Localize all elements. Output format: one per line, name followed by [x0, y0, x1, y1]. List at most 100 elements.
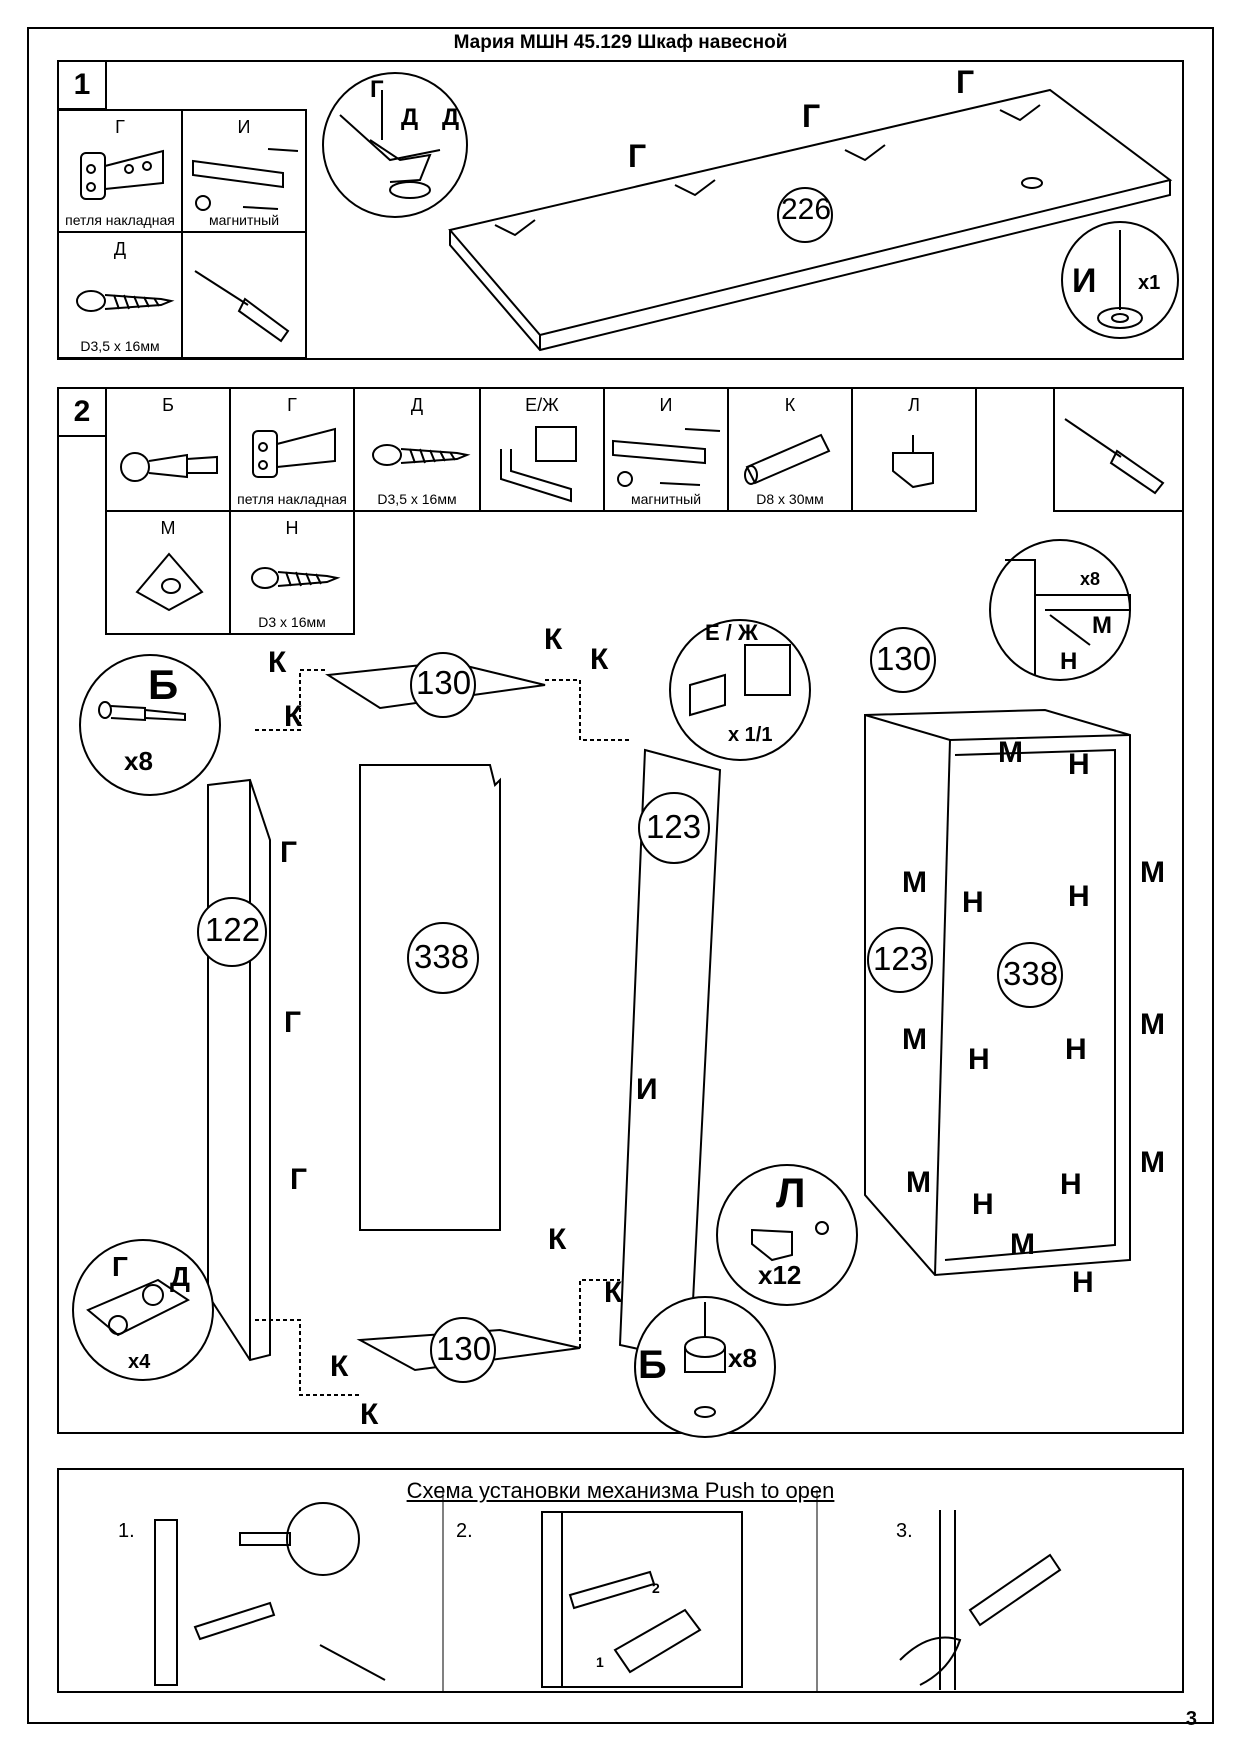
callout-b-letter: Б	[148, 661, 179, 708]
step1-part-g: Г петля накладная	[57, 109, 183, 233]
label-k-3: К	[544, 623, 563, 656]
label-m-7: М	[1140, 1146, 1165, 1179]
cam-lock-callout	[634, 1296, 776, 1438]
magnet-latch-icon	[192, 148, 299, 211]
panel-130-top-number: 130	[416, 664, 472, 701]
screw-icon	[76, 290, 175, 312]
panel-130-bottom-number: 130	[436, 1330, 492, 1367]
label-g-2: Г	[284, 1006, 302, 1039]
step2-part-i: И магнитный	[603, 387, 729, 512]
label-m-4: М	[902, 1023, 927, 1056]
label-k-2: К	[284, 700, 303, 733]
push-title: Схема установки механизма Push to open	[406, 1478, 835, 1503]
part-caption: D3,5 x 16мм	[80, 338, 160, 354]
push-arrow-1: 1	[596, 1654, 604, 1670]
panel-226-number: 226	[781, 193, 832, 226]
step1-hinge-callout	[322, 72, 468, 218]
step2-part-l: Л	[851, 387, 977, 512]
label-k-4: К	[590, 643, 609, 676]
label-m-1: М	[998, 736, 1023, 769]
document-title: Мария МШН 45.129 Шкаф навесной	[453, 32, 788, 53]
part-caption: магнитный	[630, 491, 702, 507]
label-k-6: К	[604, 1276, 623, 1309]
part-caption: магнитный	[208, 212, 280, 228]
part-letter: Г	[115, 117, 125, 137]
callout-b-qty: x8	[124, 746, 153, 776]
hinge-icon	[252, 427, 336, 478]
part-letter: Б	[162, 395, 174, 415]
label-n-8: Н	[1072, 1266, 1094, 1299]
shelf-pin-icon	[892, 435, 934, 489]
step2-tool-screwdriver	[1053, 387, 1184, 512]
hinge-marker-g-3: Г	[956, 64, 975, 100]
hinge-marker-g-2: Г	[802, 98, 821, 134]
part-letter: Г	[287, 395, 297, 415]
part-letter: Е/Ж	[525, 395, 559, 415]
panel-123-right-number: 123	[873, 940, 929, 977]
shelf-pin-callout	[716, 1164, 858, 1306]
push-arrow-2: 2	[652, 1580, 660, 1596]
dowel-icon	[744, 433, 831, 485]
step2-part-g: Г петля накладная	[229, 387, 355, 512]
panel-122-circle	[197, 897, 267, 967]
part-letter: Н	[285, 518, 299, 538]
label-n-3: Н	[1068, 880, 1090, 913]
callout-m-letter: М	[1092, 612, 1112, 639]
label-m-3: М	[1140, 856, 1165, 889]
callout-letter-d2: Д	[442, 104, 460, 131]
callout-ej-letter: Е / Ж	[705, 620, 758, 645]
corner-bracket-callout	[989, 539, 1131, 681]
label-n-6: Н	[972, 1188, 994, 1221]
step1-tool-screwdriver	[181, 231, 307, 359]
step2-part-ej: Е/Ж	[479, 387, 605, 512]
corner-bracket-icon	[135, 552, 204, 612]
push-step-1: 1.	[118, 1520, 135, 1542]
callout-g-qty: x4	[128, 1351, 151, 1373]
label-n-1: Н	[1068, 748, 1090, 781]
label-n-5: Н	[1065, 1033, 1087, 1066]
panel-123-circle	[638, 792, 710, 864]
shelf-support-bracket-icon	[500, 426, 577, 503]
screw-icon	[372, 444, 471, 466]
push-frame	[57, 1468, 1184, 1693]
step2-number: 2	[57, 387, 107, 437]
push-dividers	[442, 1490, 818, 1693]
step2-part-k: К D8 x 30мм	[727, 387, 853, 512]
label-k-1: К	[268, 646, 287, 679]
part-caption: петля накладная	[65, 212, 175, 228]
panel-338-number: 338	[414, 938, 470, 975]
callout-g-letter: Г	[112, 1251, 128, 1282]
panel-130-right-circle	[870, 627, 936, 693]
part-caption: D3 x 16мм	[258, 614, 326, 630]
part-letter: Д	[410, 395, 424, 415]
step2-part-n: Н D3 x 16мм	[229, 510, 355, 635]
magnet-latch-icon	[612, 428, 721, 487]
step2-part-b: Б	[105, 387, 231, 512]
label-m-8: М	[1010, 1228, 1035, 1261]
step1-part-i: И магнитный	[181, 109, 307, 233]
label-m-2: М	[902, 866, 927, 899]
step1-number: 1	[57, 60, 107, 110]
cam-bolt-icon	[120, 452, 218, 482]
panel-130-bottom-circle	[430, 1317, 496, 1383]
part-caption: D3,5 x 16мм	[377, 491, 457, 507]
callout-d-letter: Д	[170, 1261, 190, 1292]
callout-n-letter: Н	[1060, 648, 1078, 675]
shelf-226-drawing	[448, 88, 1173, 352]
panel-122-number: 122	[205, 911, 261, 948]
callout-letter-d: Д	[401, 104, 419, 131]
panel-123-right-circle	[867, 927, 933, 993]
step2-part-d: Д D3,5 x 16мм	[353, 387, 481, 512]
panel-338-right-number: 338	[1003, 955, 1059, 992]
push-step1-drawing	[154, 1502, 386, 1686]
callout-b2-qty: x8	[728, 1343, 757, 1373]
label-g-1: Г	[280, 836, 298, 869]
callout-letter-g: Г	[370, 76, 384, 103]
part-letter: И	[237, 117, 251, 137]
magnet-callout	[1061, 221, 1179, 339]
callout-l-letter: Л	[776, 1169, 806, 1216]
callout-mn-qty: x8	[1080, 569, 1101, 589]
part-letter: Д	[113, 239, 127, 259]
push-step2-drawing	[541, 1511, 743, 1688]
part-caption: петля накладная	[237, 491, 347, 507]
